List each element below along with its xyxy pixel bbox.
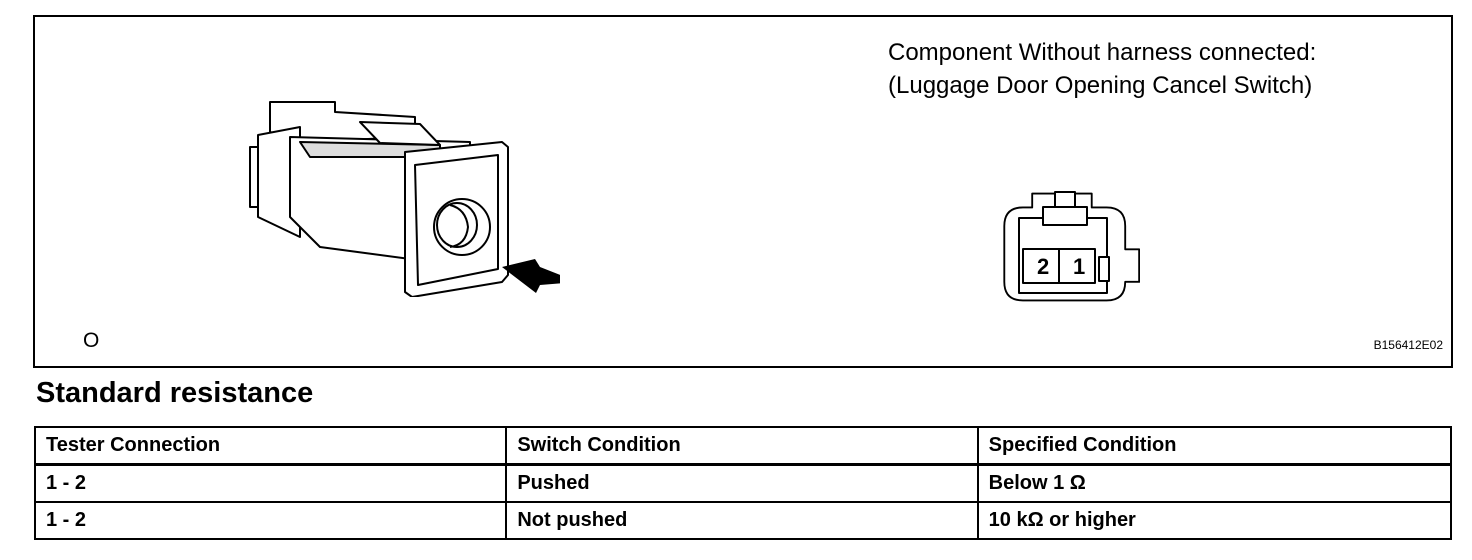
resistance-table: Tester Connection Switch Condition Speci…	[33, 426, 1453, 540]
connector-face-illustration	[1003, 191, 1140, 302]
pin-label-2: 2	[1037, 254, 1050, 279]
table-header-row: Tester Connection Switch Condition Speci…	[33, 426, 1453, 466]
cell-tester-connection: 1 - 2	[33, 463, 508, 503]
pin-label-1: 1	[1073, 254, 1086, 279]
header-specified-condition: Specified Condition	[976, 426, 1453, 466]
cell-switch-condition: Not pushed	[505, 501, 979, 540]
table-row: 1 - 2 Pushed Below 1 Ω	[33, 463, 1453, 503]
figure-id: B156412E02	[1373, 338, 1443, 352]
header-tester-connection: Tester Connection	[33, 426, 508, 466]
cell-tester-connection: 1 - 2	[33, 501, 508, 540]
cancel-switch-illustration	[249, 101, 560, 297]
cell-specified-condition: 10 kΩ or higher	[976, 501, 1453, 540]
view-mark: O	[83, 329, 100, 352]
section-title: Standard resistance	[36, 377, 314, 409]
table-row: 1 - 2 Not pushed 10 kΩ or higher	[33, 501, 1453, 540]
header-switch-condition: Switch Condition	[505, 426, 979, 466]
illustration-frame: Component Without harness connected: (Lu…	[33, 15, 1453, 368]
caption-line-2: (Luggage Door Opening Cancel Switch)	[888, 72, 1313, 99]
cell-specified-condition: Below 1 Ω	[976, 463, 1453, 503]
caption-line-1: Component Without harness connected:	[888, 39, 1317, 66]
cell-switch-condition: Pushed	[505, 463, 979, 503]
figure-caption: Component Without harness connected: (Lu…	[888, 36, 1316, 102]
